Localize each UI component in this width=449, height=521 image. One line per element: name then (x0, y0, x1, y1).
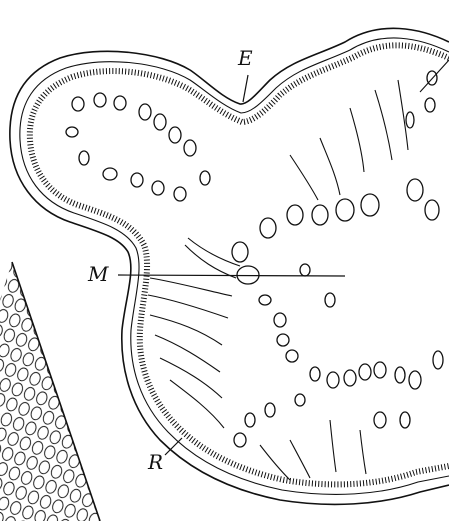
outer-epidermis-outline (10, 28, 449, 504)
cellular-tissue-strip (0, 255, 110, 521)
label-r: R (148, 452, 163, 472)
leader-line-e (243, 75, 248, 102)
label-m: M (88, 264, 108, 284)
vascular-bundles (66, 71, 443, 447)
label-leader-lines (118, 75, 345, 455)
medullary-rays (148, 60, 449, 480)
leader-line-m (118, 275, 345, 276)
label-e: E (238, 48, 253, 68)
